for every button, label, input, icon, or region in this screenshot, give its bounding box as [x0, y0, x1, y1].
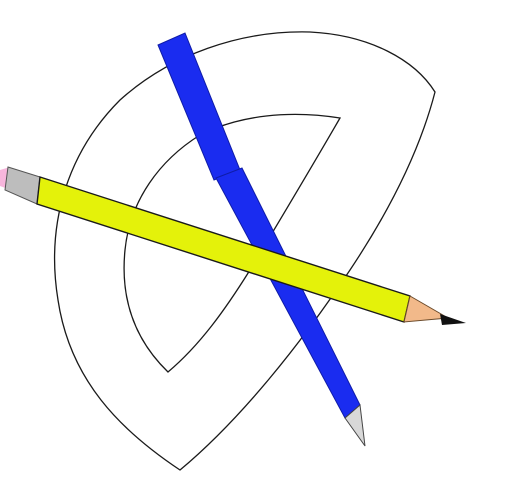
yellow-pencil [0, 166, 466, 325]
pencil-body [36, 176, 411, 323]
blue-pen [157, 32, 366, 447]
pencil-wood-tip [403, 295, 450, 323]
pencil-ferrule [4, 166, 41, 205]
protractor-inner-cutout [123, 113, 342, 373]
blue-pen-tip [344, 404, 366, 447]
pencil-lead [440, 314, 466, 325]
